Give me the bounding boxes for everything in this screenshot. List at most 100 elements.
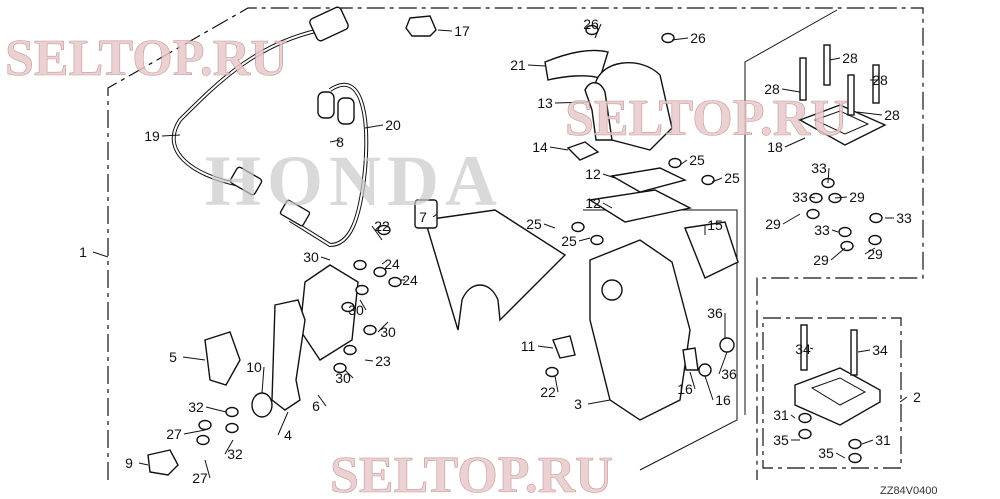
leader-line: [432, 213, 438, 218]
nut-icon: [355, 284, 369, 296]
callout-29: 29: [867, 246, 883, 262]
leader-line: [578, 237, 591, 242]
bolt-34-part: [800, 324, 808, 371]
bracket-lower-part: [588, 189, 693, 223]
nut-icon: [353, 259, 367, 271]
nut-icon: [868, 234, 882, 246]
callout-28: 28: [764, 81, 780, 97]
nut-icon: [225, 406, 239, 418]
leader-line: [381, 261, 386, 265]
control-housing-part: [589, 239, 691, 421]
callout-11: 11: [521, 338, 536, 354]
leader-line: [182, 356, 206, 361]
leader-line: [831, 229, 839, 233]
nut-icon: [590, 234, 604, 246]
callout-32: 32: [227, 446, 243, 462]
bracket-upper-part: [609, 167, 688, 193]
leader-line: [829, 57, 841, 61]
grommet-part: [405, 15, 437, 37]
watermark-seltop-top: SELTOP.RU: [565, 90, 848, 147]
leader-line: [329, 139, 341, 143]
callout-36: 36: [721, 366, 737, 382]
gasket-sheet-part: [424, 209, 567, 331]
leader-line: [554, 101, 591, 104]
leader-line: [718, 351, 728, 375]
nut-icon: [198, 419, 212, 431]
leader-line: [864, 247, 876, 255]
grommet-9-part: [147, 449, 179, 476]
callout-22: 22: [540, 384, 556, 400]
nut-icon: [809, 192, 823, 204]
knob-5-part: [204, 331, 241, 386]
callout-33: 33: [792, 189, 808, 205]
watermark-honda: HONDA: [205, 141, 503, 221]
callout-19: 19: [144, 128, 160, 144]
callout-18: 18: [767, 139, 783, 155]
leader-line: [371, 225, 383, 241]
nut-36-part: [719, 337, 735, 353]
leader-line: [830, 247, 846, 261]
leader-line: [781, 88, 801, 93]
leader-line: [527, 64, 546, 67]
callout-28: 28: [872, 72, 888, 88]
callout-31: 31: [773, 407, 789, 423]
shaft-part: [601, 279, 623, 301]
callout-26: 26: [583, 16, 599, 32]
callout-25: 25: [724, 170, 740, 186]
callout-22: 22: [374, 218, 390, 234]
bolts-28: [799, 44, 880, 116]
nut-icon: [668, 157, 682, 169]
callout-23: 23: [375, 353, 391, 369]
cover-plate-part: [544, 49, 609, 81]
leader-line: [790, 414, 796, 419]
callout-30: 30: [348, 302, 364, 318]
callout-12: 12: [585, 195, 601, 211]
callout-5: 5: [169, 349, 177, 365]
leader-line: [277, 411, 289, 436]
callout-29: 29: [849, 189, 865, 205]
leader-line: [359, 299, 367, 311]
callout-34: 34: [795, 341, 811, 357]
callout-29: 29: [813, 252, 829, 268]
nut-icon: [373, 266, 387, 278]
leader-line: [602, 202, 613, 209]
upper-subframe: [744, 9, 838, 415]
callout-33: 33: [811, 160, 827, 176]
washer-10-part: [251, 392, 273, 418]
leader-line: [344, 369, 354, 379]
leader-line: [602, 173, 616, 179]
leader-line: [704, 375, 714, 401]
callout-36: 36: [707, 305, 723, 321]
clip-16-part: [682, 347, 699, 371]
leader-line: [224, 439, 234, 455]
callout-16: 16: [715, 392, 731, 408]
callout-28: 28: [842, 50, 858, 66]
callout-32: 32: [188, 399, 204, 415]
leader-line: [594, 23, 602, 39]
leader-line: [671, 37, 689, 41]
leader-line: [587, 399, 611, 405]
nut-16-part: [698, 363, 712, 377]
nut-icon: [661, 32, 675, 44]
cover-side-part: [584, 82, 613, 141]
leader-line: [437, 29, 453, 32]
leader-line: [554, 375, 559, 393]
callout-35: 35: [818, 445, 834, 461]
leader-line: [537, 345, 554, 349]
callout-27: 27: [192, 470, 208, 486]
callout-25: 25: [561, 233, 577, 249]
callout-31: 31: [875, 432, 891, 448]
leader-line: [782, 213, 801, 225]
nut-icon: [838, 226, 852, 238]
spacer-kit-frame: [762, 317, 902, 469]
clip-11-part: [552, 335, 576, 359]
leader-line: [543, 223, 556, 229]
callout-30: 30: [380, 324, 396, 340]
callout-9: 9: [125, 455, 133, 471]
leader-line: [857, 349, 871, 353]
callout-25: 25: [526, 216, 542, 232]
nut-icon: [571, 221, 585, 233]
callout-35: 35: [773, 432, 789, 448]
leader-line: [320, 256, 331, 261]
cover-plate-15-part: [684, 221, 739, 279]
